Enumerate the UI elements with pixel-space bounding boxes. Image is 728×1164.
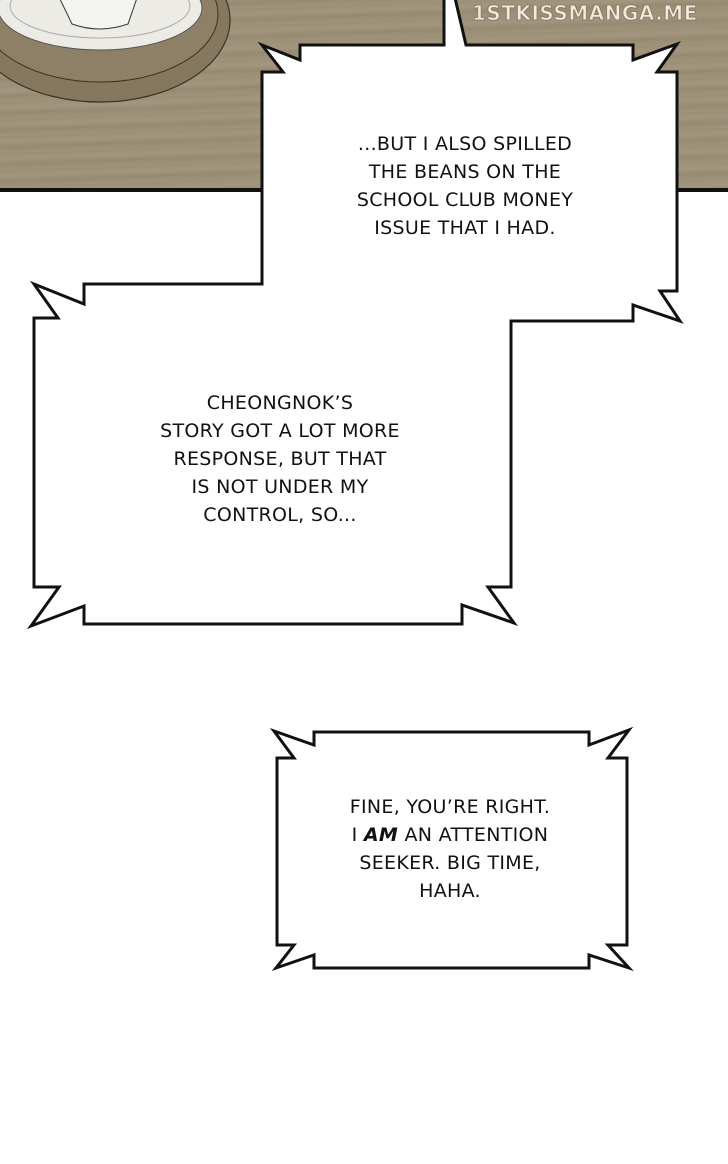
text-line: CHEONGNOK’S [206,392,354,414]
speech-bubble-top-middle [26,0,684,630]
bubble-text-top: ...BUT I ALSO SPILLED THE BEANS ON THE S… [300,130,630,242]
tray-and-saucer-illustration [0,0,231,103]
speech-bubble-bottom [269,726,634,972]
bubble-text-bottom: FINE, YOU’RE RIGHT. I AM AN ATTENTION SE… [300,793,600,905]
text-line: I AM AN ATTENTION [300,821,600,849]
text-line: ISSUE THAT I HAD. [374,217,556,239]
text-line: HAHA. [419,880,481,902]
text-line: SEEKER. BIG TIME, [359,852,541,874]
text-line: IS NOT UNDER MY [191,476,369,498]
text-line: FINE, YOU’RE RIGHT. [349,796,551,818]
text-line: STORY GOT A LOT MORE [160,420,400,442]
text-line: SCHOOL CLUB MONEY [356,189,574,211]
text-line: ...BUT I ALSO SPILLED [357,133,573,155]
text-line: RESPONSE, BUT THAT [173,448,387,470]
text-word: I [351,824,358,846]
emphasis-text: AM [363,824,399,846]
text-line: CONTROL, SO... [203,504,357,526]
watermark: 1STKISSMANGA.ME [472,1,698,26]
text-word: AN ATTENTION [404,824,549,846]
text-line: THE BEANS ON THE [368,161,562,183]
bubble-text-middle: CHEONGNOK’S STORY GOT A LOT MORE RESPONS… [110,389,450,529]
